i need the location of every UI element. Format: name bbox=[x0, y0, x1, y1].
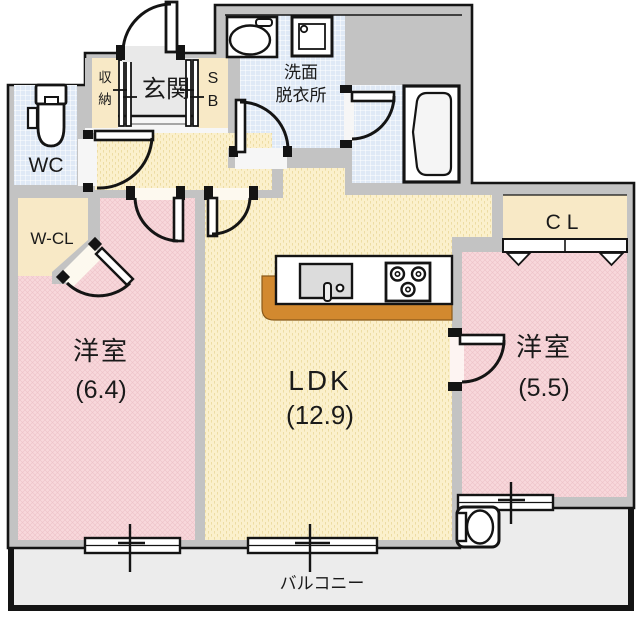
label-ldk-size: (12.9) bbox=[286, 400, 354, 430]
label-genkan: 玄関 bbox=[142, 76, 190, 103]
label-bedroom1: 洋室 bbox=[73, 336, 129, 366]
label-bedroom2-size: (5.5) bbox=[518, 374, 569, 402]
cl-door-triangle-left bbox=[504, 252, 533, 267]
wc-door bbox=[78, 129, 155, 192]
label-wc: WC bbox=[29, 154, 64, 177]
label-balcony: バルコニー bbox=[280, 574, 365, 593]
bathroom-opening bbox=[344, 92, 354, 142]
label-washroom-2: 脱衣所 bbox=[276, 86, 327, 105]
bathtub-icon bbox=[402, 84, 461, 184]
label-shuno-2: 納 bbox=[98, 92, 112, 107]
stove-icon bbox=[384, 261, 432, 303]
label-sb-s: S bbox=[208, 70, 219, 87]
label-bedroom1-size: (6.4) bbox=[75, 376, 126, 404]
label-sb-b: B bbox=[208, 93, 219, 110]
bedroom2-door bbox=[448, 328, 506, 391]
label-cl: CL bbox=[546, 211, 585, 234]
label-wcl: W-CL bbox=[30, 229, 73, 248]
shoebox-sliding-door bbox=[180, 59, 204, 127]
balcony-railing bbox=[8, 506, 634, 611]
toilet-icon bbox=[26, 83, 68, 148]
label-shuno-1: 収 bbox=[98, 70, 112, 85]
washroom-opening bbox=[235, 148, 287, 169]
room-shuno bbox=[92, 58, 118, 128]
label-washroom-1: 洗面 bbox=[284, 63, 318, 82]
bedroom2-opening bbox=[450, 336, 464, 383]
ldk-window bbox=[246, 524, 379, 572]
wc-opening bbox=[78, 139, 97, 186]
bedroom1-door bbox=[126, 186, 185, 243]
cl-folding-door bbox=[502, 238, 628, 267]
entrance-door bbox=[116, 0, 185, 62]
ldk-door bbox=[204, 186, 258, 238]
bathroom-door bbox=[340, 85, 396, 148]
cl-door-triangle-right bbox=[597, 252, 626, 267]
room-shoebox bbox=[198, 58, 228, 128]
ldk-opening bbox=[212, 188, 250, 200]
washing-machine-pan-icon bbox=[290, 15, 334, 58]
washroom-sink-icon bbox=[225, 15, 279, 59]
room-bedroom2 bbox=[462, 252, 627, 497]
shuno-sliding-door bbox=[113, 59, 137, 127]
wall-wcl bbox=[52, 198, 100, 284]
washroom-door bbox=[229, 98, 292, 169]
label-bedroom2: 洋室 bbox=[516, 332, 572, 362]
room-cl bbox=[503, 195, 627, 240]
label-ldk: LDK bbox=[288, 365, 351, 396]
kitchen-sink-icon bbox=[298, 262, 354, 302]
water-heater-icon bbox=[455, 505, 501, 549]
wall-left-of-shuno bbox=[85, 58, 92, 128]
room-ldk bbox=[205, 168, 492, 540]
bedroom1-opening bbox=[133, 188, 178, 200]
kitchen-counter bbox=[261, 254, 454, 321]
bedroom1-window bbox=[83, 524, 182, 572]
